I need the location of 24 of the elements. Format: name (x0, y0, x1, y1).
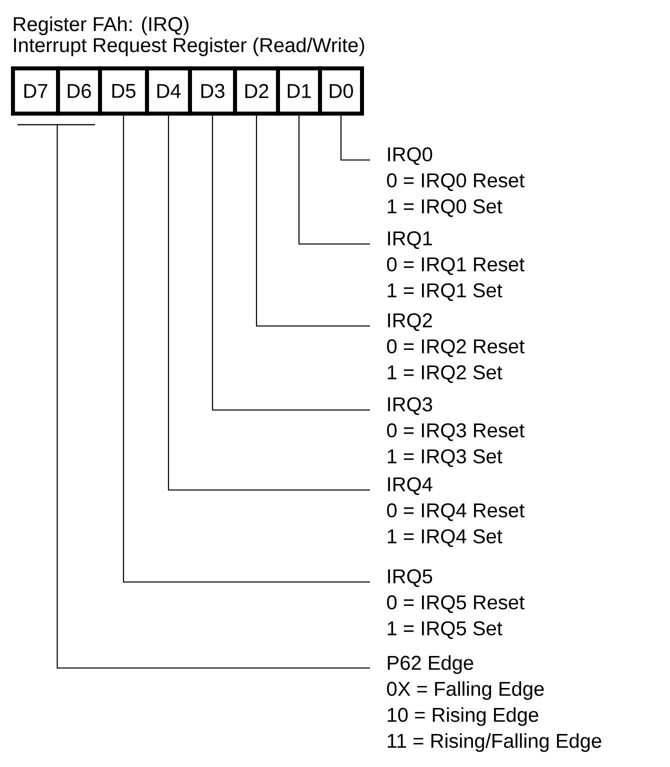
bit-cell: D6 (56, 66, 102, 116)
bit-description: IRQ5 0 = IRQ5 Reset 1 = IRQ5 Set (387, 569, 524, 640)
bit-description: P62 Edge 0X = Falling Edge 10 = Rising Edge 11 = Rising/Falling Edge (387, 655, 602, 752)
bit-cell: D2 (233, 66, 280, 116)
leader-line (122, 116, 370, 583)
bit-cell: D1 (276, 66, 322, 116)
leader-line (340, 116, 370, 161)
leader-line (16, 124, 371, 669)
title: Register FAh: (IRQ) (14, 16, 188, 36)
leader-line (212, 116, 370, 411)
bit-cell: D7 (10, 66, 60, 116)
leader-line (298, 116, 370, 245)
leader-line (256, 116, 370, 327)
bit-description: IRQ1 0 = IRQ1 Reset 1 = IRQ1 Set (387, 231, 524, 302)
bit-cell: D5 (98, 66, 149, 116)
subtitle: Interrupt Request Register (Read/Write) (14, 38, 364, 56)
bit-description: IRQ3 0 = IRQ3 Reset 1 = IRQ3 Set (387, 397, 524, 468)
bit-description: IRQ0 0 = IRQ0 Reset 1 = IRQ0 Set (387, 147, 524, 218)
bit-cell: D4 (145, 66, 192, 116)
bit-cell: D3 (188, 66, 238, 116)
leader-line (168, 116, 370, 491)
bit-description: IRQ4 0 = IRQ4 Reset 1 = IRQ4 Set (387, 477, 524, 548)
bit-description: IRQ2 0 = IRQ2 Reset 1 = IRQ2 Set (387, 313, 524, 384)
bit-cell: D0 (318, 66, 364, 116)
